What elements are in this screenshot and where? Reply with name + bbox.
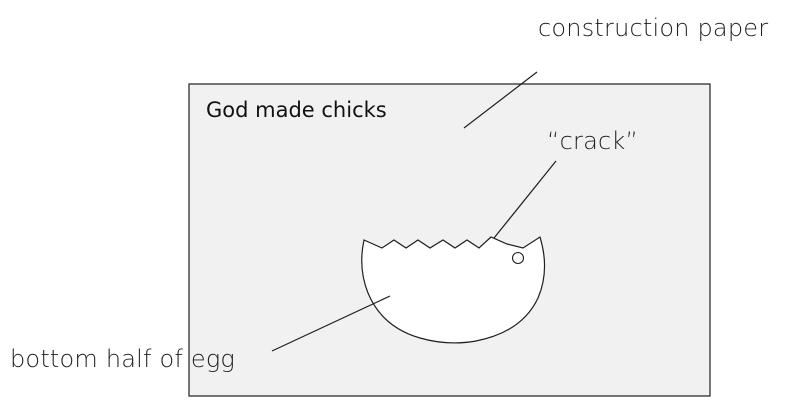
paper-caption-text: God made chicks (206, 98, 387, 122)
egg-hole (511, 251, 525, 265)
crack-leader-line (493, 160, 557, 239)
crack-label: “crack” (547, 127, 639, 155)
egg-bottom-half-shape (361, 236, 546, 344)
construction-paper-sheet (188, 83, 711, 397)
bottom-half-leader-line (271, 295, 391, 352)
construction-paper-label: construction paper (538, 14, 769, 42)
bottom-half-of-egg-label: bottom half of egg (10, 345, 236, 373)
construction-paper-leader-line (463, 71, 538, 129)
